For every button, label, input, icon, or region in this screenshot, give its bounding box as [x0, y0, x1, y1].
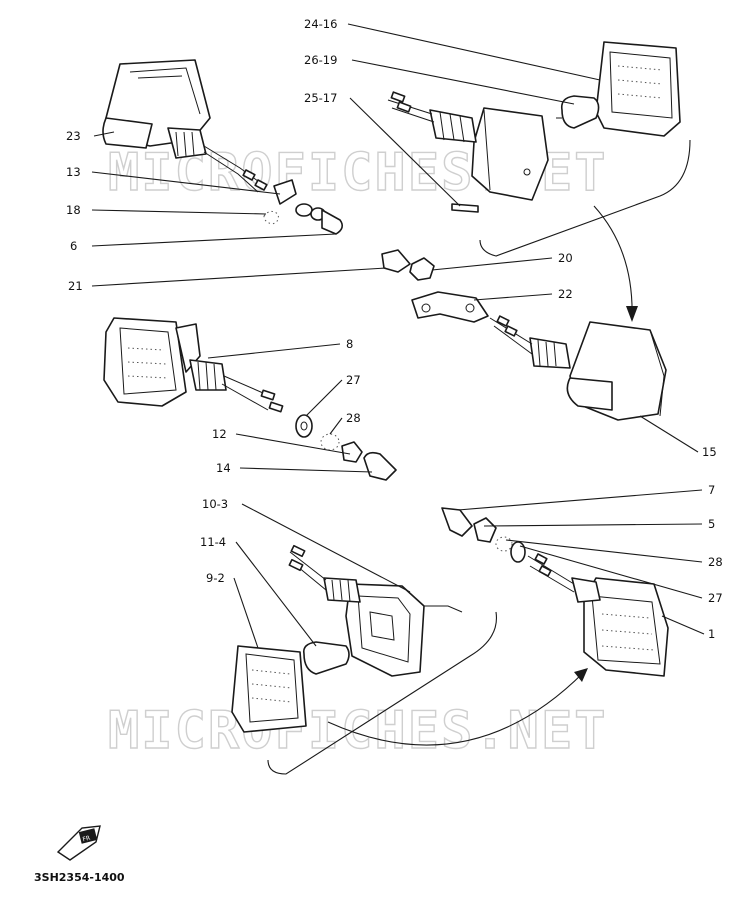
part-20-nut: [409, 257, 435, 281]
group-bracket-bottom: [267, 611, 498, 775]
label-15: 15: [702, 445, 717, 459]
svg-text:FR: FR: [82, 835, 91, 844]
label-23: 23: [66, 129, 81, 143]
label-28-upper: 28: [346, 411, 361, 425]
label-21: 21: [68, 279, 83, 293]
label-12: 12: [212, 427, 227, 441]
part-28-washer-a: [320, 433, 340, 451]
part-28-washer-b: [495, 536, 513, 552]
watermark-bottom: MICROFICHES.NET: [108, 701, 608, 761]
label-22: 22: [558, 287, 573, 301]
label-14: 14: [216, 461, 231, 475]
label-8: 8: [346, 337, 353, 351]
label-25-17: 25-17: [304, 91, 337, 105]
turn-signal-8: [103, 317, 284, 413]
turn-signal-23: [102, 59, 268, 193]
part-12-nut: [341, 441, 363, 463]
arrow-top: [593, 205, 633, 319]
part-18-washer: [263, 210, 279, 225]
label-26-19: 26-19: [304, 53, 337, 67]
arrow-bottom-head: [574, 668, 588, 682]
front-direction-icon: FR: [56, 825, 101, 861]
lens-9-2: [231, 645, 307, 733]
part-27-washer-a: [295, 414, 313, 438]
diagram-code: 3SH2354-1400: [34, 871, 125, 884]
group-bracket-top: [479, 139, 691, 257]
label-18: 18: [66, 203, 81, 217]
label-11-4: 11-4: [200, 535, 226, 549]
part-14-lens: [363, 451, 397, 481]
arrow-bottom: [327, 671, 585, 746]
label-1: 1: [708, 627, 715, 641]
label-7: 7: [708, 483, 715, 497]
housing-25-17: [387, 91, 549, 213]
leader-lines: [91, 23, 705, 649]
label-27-lower: 27: [708, 591, 723, 605]
part-7-lens: [441, 507, 473, 537]
arrow-top-head: [626, 306, 638, 322]
label-28-lower: 28: [708, 555, 723, 569]
label-20: 20: [558, 251, 573, 265]
turn-signal-15: [489, 315, 667, 421]
turn-signal-24-16: [595, 41, 681, 137]
label-6: 6: [70, 239, 77, 253]
part-5-nut: [473, 517, 497, 543]
label-9-2: 9-2: [206, 571, 225, 585]
turn-signal-1: [527, 553, 669, 677]
part-6-lens-bulb: [295, 203, 344, 235]
part-21-lens: [381, 249, 411, 273]
label-13: 13: [66, 165, 81, 179]
housing-10-3: [288, 544, 463, 677]
label-27-upper: 27: [346, 373, 361, 387]
bulb-11-4: [302, 641, 350, 675]
part-22-bracket: [411, 291, 489, 323]
label-5: 5: [708, 517, 715, 531]
part-13-grommet: [273, 179, 297, 205]
label-24-16: 24-16: [304, 17, 337, 31]
label-10-3: 10-3: [202, 497, 228, 511]
bulb-26-19: [556, 95, 600, 129]
part-27-washer-b: [510, 541, 526, 563]
